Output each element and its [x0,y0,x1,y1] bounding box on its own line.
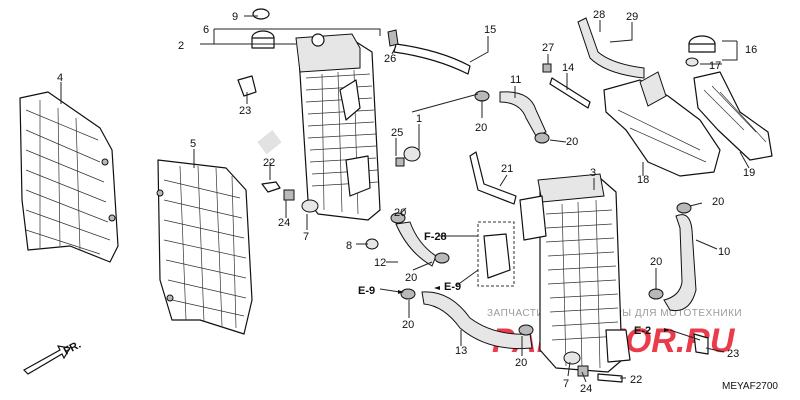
reserve-tank-cover [693,71,773,161]
callout-14: 14 [562,62,574,74]
callout-20e: 20 [650,256,662,268]
reserve-tank [603,71,721,177]
ref-e9-left: E-9 [358,285,375,297]
diagram-code: MEYAF2700 [722,381,778,392]
callout-7a: 7 [303,231,309,243]
callout-20f: 20 [405,272,417,284]
grommets [301,146,581,365]
bolts [261,181,623,383]
callout-22a: 22 [263,157,275,169]
clamp-parts [390,90,692,336]
callout-6: 6 [203,24,209,36]
callout-11: 11 [510,74,521,86]
callout-7b: 7 [563,378,569,390]
callout-20g: 20 [402,319,414,331]
brand-watermark: ◆ [256,124,282,157]
callout-26: 26 [384,53,396,65]
reserve-tank-cap [688,35,716,53]
callout-29: 29 [626,11,638,23]
callout-21: 21 [501,163,513,175]
callout-28: 28 [593,9,605,21]
callout-23a: 23 [239,105,251,117]
callout-3: 3 [590,167,596,179]
stay-bracket [469,151,517,205]
radiator-grill [156,159,253,335]
callout-10: 10 [718,246,730,258]
callout-24b: 24 [580,383,592,395]
callout-25: 25 [391,127,403,139]
callout-20b: 20 [475,122,487,134]
callout-24a: 24 [278,217,290,229]
callout-19: 19 [743,167,755,179]
ref-e2: E-2 [634,325,651,337]
callout-9: 9 [232,11,238,23]
callout-5: 5 [190,138,196,150]
ref-e9-right: E-9 [444,281,461,293]
callout-27: 27 [542,42,554,54]
water-pipe-hose [421,291,533,350]
f28-subassembly [477,221,515,287]
front-label: FR. [62,339,83,358]
breather-tube [577,17,645,79]
callout-12: 12 [374,257,386,269]
callout-16: 16 [745,44,757,56]
callout-20a: 20 [394,207,406,219]
upper-hose [499,91,547,137]
ref-f28: F-28 [424,231,447,243]
left-lower-hose [395,221,437,267]
right-lower-hose [663,214,697,312]
reference-labels: F-28 E-9 E-9 E-2 [358,231,670,337]
callout-4: 4 [57,72,63,84]
callouts: 2 6 9 4 5 23 22 24 7 8 26 15 25 1 20 11 … [57,9,757,395]
callout-20h: 20 [515,357,527,369]
tube-clip [387,29,399,47]
callout-2: 2 [178,40,184,52]
collars [283,157,589,377]
breather-bolt [542,63,591,109]
radiator-cap [251,8,275,49]
callout-8: 8 [346,240,352,252]
radiator-right [519,173,631,373]
radiator-left: ◆ [256,33,381,221]
cap-washer [685,57,699,67]
leader-lines [60,15,750,383]
callout-1: 1 [416,113,422,125]
overflow-tube [393,43,471,75]
callout-13: 13 [455,345,467,357]
callout-23b: 23 [727,348,739,360]
callout-22b: 22 [630,374,642,386]
callout-17: 17 [709,60,721,72]
callout-20c: 20 [566,136,578,148]
callout-15: 15 [484,24,496,36]
callout-20d: 20 [712,196,724,208]
callout-18: 18 [637,174,649,186]
radiator-shroud-left [19,91,119,263]
front-arrow: FR. [23,339,83,375]
